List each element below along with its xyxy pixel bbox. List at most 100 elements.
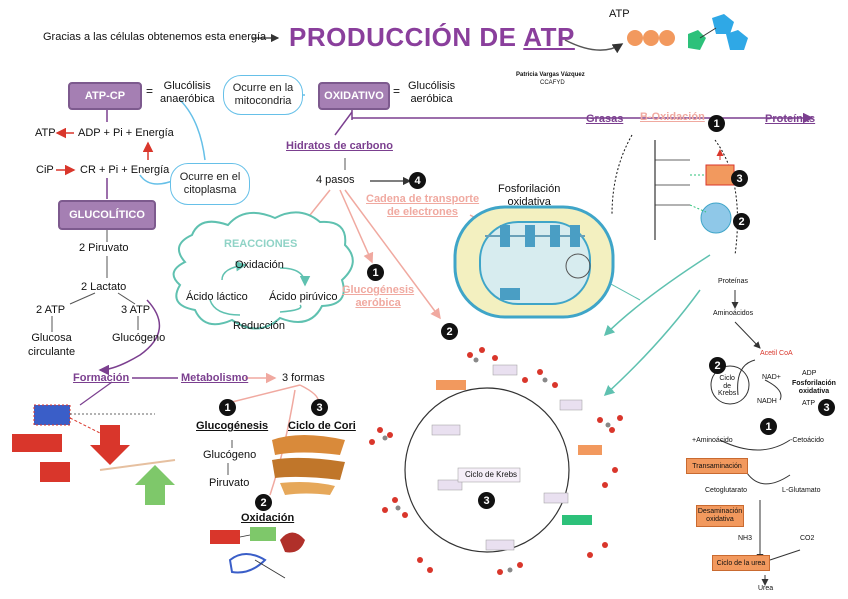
lactato-text: 2 Lactato	[81, 281, 127, 293]
protein-path-glutamato: L-Glutamato	[782, 487, 821, 494]
badge-1-beta: 1	[708, 115, 725, 132]
glucogeno-lower: Glucógeno	[203, 449, 257, 461]
page-title: PRODUCCIÓN DE ATP	[289, 22, 575, 53]
cip-reaction-right: CR + Pi + Energía	[80, 164, 170, 176]
glucogeno-text: Glucógeno	[112, 332, 166, 344]
protein-path-nadh: NADH	[757, 398, 777, 405]
piruvato-lower: Piruvato	[209, 477, 250, 489]
badge-3-protein: 3	[818, 399, 835, 416]
protein-path-proteinas: Proteínas	[718, 278, 748, 285]
protein-path-atp: ATP	[802, 400, 816, 407]
badge-3-cori: 3	[311, 399, 328, 416]
page-title-atp: ATP	[523, 22, 575, 52]
fosforilacion-title: Fosforilación oxidativa	[498, 183, 560, 208]
glucosa-line1: Glucosa	[31, 332, 72, 344]
metabolismo-link[interactable]: Metabolismo	[181, 372, 249, 384]
glucolitico-box: GLUCOLÍTICO	[58, 200, 156, 230]
author-name: Patricia Vargas Vázquez	[516, 72, 585, 78]
bubble-mitocondria-line2: mitocondria	[234, 95, 292, 107]
protein-ciclo-line1: Ciclo	[719, 375, 735, 382]
atp-cp-equals: =	[146, 84, 154, 98]
formas-text: 3 formas	[282, 372, 325, 384]
badge-1-protein: 1	[760, 418, 777, 435]
protein-path-transaminacion: Transaminación	[686, 458, 748, 474]
oxidativo-equals: =	[393, 84, 401, 98]
protein-path-acetil: Acetil CoA	[760, 350, 793, 357]
glucogenesis-aerobica-line2: aeróbica	[355, 296, 401, 309]
atp-molecule-label: ATP	[609, 8, 630, 20]
glucosa-line2: circulante	[28, 345, 76, 358]
cadena-link[interactable]: Cadena de transporte de electrones	[366, 193, 479, 218]
ciclo-cori-title: Ciclo de Cori	[288, 420, 356, 432]
atp-cp-desc-line2: anaeróbica	[160, 93, 215, 106]
hidratos-link[interactable]: Hidratos de carbono	[286, 140, 393, 152]
atp2-text: 2 ATP	[36, 304, 66, 316]
badge-2-beta: 2	[733, 213, 750, 230]
cloud-reduccion: Reducción	[233, 320, 285, 332]
atp-reaction-right: ADP + Pi + Energía	[78, 127, 174, 139]
protein-path-aminoacidos: Aminoácidos	[713, 310, 754, 317]
oxidativo-desc-line1: Glucólisis	[408, 80, 456, 92]
badge-1-glucogenesis-lower: 1	[219, 399, 236, 416]
author-group: CCAFYD	[540, 80, 565, 86]
intro-text: Gracias a las células obtenemos esta ene…	[43, 31, 267, 43]
protein-ciclo-line2: de	[723, 382, 732, 390]
badge-3-krebs: 3	[478, 492, 495, 509]
glucogenesis-title: Glucogénesis	[196, 420, 269, 432]
beta-oxidacion-link[interactable]: B-Oxidación	[640, 111, 705, 123]
oxidativo-box: OXIDATIVO	[318, 82, 390, 110]
page-title-prefix: PRODUCCIÓN DE	[289, 22, 524, 52]
atp-cp-desc-line1: Glucólisis	[163, 80, 211, 92]
grasas-link[interactable]: Grasas	[586, 113, 624, 125]
protein-path-aminoacido: +Aminoácido	[692, 437, 733, 444]
cloud-oxidacion: Oxidación	[235, 259, 284, 271]
protein-path-desaminacion: Desaminación oxidativa	[696, 505, 744, 527]
atp3-text: 3 ATP	[121, 304, 151, 316]
protein-path-urea: Urea	[758, 585, 774, 592]
protein-ciclo-line3: Krebs	[718, 390, 737, 398]
krebs-cycle-label: Ciclo de Krebs	[465, 470, 518, 479]
fosforilacion-line1: Fosforilación	[498, 183, 561, 195]
atp-cp-description: Glucólisis anaeróbica	[160, 80, 214, 106]
protein-path-nad: NAD+	[762, 374, 781, 381]
atp-reaction-left: ATP	[35, 127, 56, 139]
protein-path-cetoacido: -Cetoácido	[790, 437, 824, 444]
badge-2-krebs: 2	[441, 323, 458, 340]
oxidativo-desc-line2: aeróbica	[410, 93, 453, 106]
protein-desaminacion-line2: oxidativa	[706, 516, 734, 523]
cloud-lactico: Ácido láctico	[186, 291, 248, 303]
cip-reaction-left: CiP	[36, 164, 54, 176]
cadena-line2: de electrones	[387, 205, 458, 218]
badge-2-protein: 2	[709, 357, 726, 374]
protein-fosf-line2: oxidativa	[798, 387, 830, 395]
protein-path-cetoglutarato: Cetoglutarato	[705, 487, 748, 494]
protein-path-fosforilacion: Fosforilación oxidativa	[792, 380, 836, 395]
protein-path-co2: CO2	[800, 535, 815, 542]
glucogenesis-aerobica-line1: Glucogénesis	[342, 284, 415, 296]
formacion-link[interactable]: Formación	[73, 372, 130, 384]
pasos-text: 4 pasos	[316, 174, 355, 186]
protein-path-ciclo-urea: Ciclo de la urea	[712, 555, 770, 571]
protein-path-adp: ADP	[802, 370, 817, 377]
badge-1-glucogenesis: 1	[367, 264, 384, 281]
proteinas-link[interactable]: Proteínas	[765, 113, 816, 125]
cadena-line1: Cadena de transporte	[366, 193, 480, 205]
glucogenesis-aerobica-link[interactable]: Glucogénesis aeróbica	[342, 284, 414, 309]
piruvato-text: 2 Piruvato	[79, 242, 129, 254]
badge-2-oxidacion: 2	[255, 494, 272, 511]
protein-path-nh3: NH3	[738, 535, 753, 542]
oxidativo-description: Glucólisis aeróbica	[408, 80, 455, 106]
glucosa-text: Glucosa circulante	[28, 332, 75, 360]
protein-desaminacion-line1: Desaminación	[697, 508, 743, 516]
protein-path-ciclo: Ciclo de Krebs	[718, 375, 736, 398]
cloud-title: REACCIONES	[224, 238, 298, 250]
bubble-mitocondria-line1: Ocurre en la	[232, 82, 294, 95]
